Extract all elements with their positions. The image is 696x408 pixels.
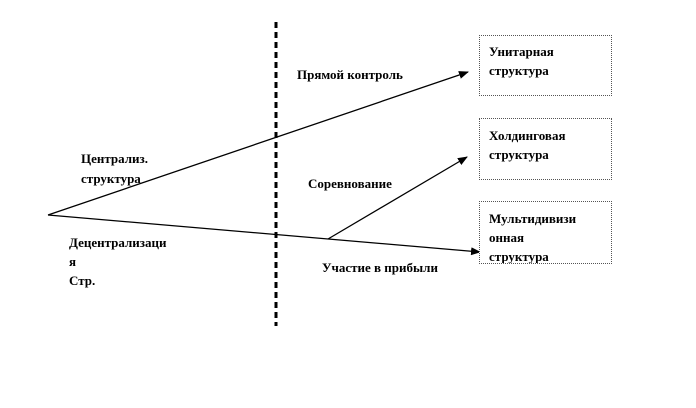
multidivisional-box-line3: структура <box>489 249 549 264</box>
centralized-label-line2: структура <box>81 171 141 186</box>
decentralized-label-line2: я <box>69 254 77 269</box>
holding-box-line1: Холдинговая <box>489 128 566 143</box>
unitary-box-line2: структура <box>489 63 549 78</box>
decentralized-label-line3: Стр. <box>69 273 96 288</box>
holding-structure-box: Холдинговая структура <box>479 118 612 180</box>
multidivisional-structure-box: Мультидивизи онная структура <box>479 201 612 264</box>
multidivisional-box-line2: онная <box>489 230 525 245</box>
profit-sharing-label: Участие в прибыли <box>322 260 438 275</box>
unitary-structure-box: Унитарная структура <box>479 35 612 96</box>
decentralized-label-line1: Децентрализаци <box>69 235 167 250</box>
competition-label: Соревнование <box>308 176 392 191</box>
arrow-to-unitary <box>47 71 469 216</box>
arrow-to-holding <box>327 156 468 240</box>
direct-control-label: Прямой контроль <box>297 67 403 82</box>
arrow-to-multidivisional <box>47 214 481 256</box>
centralized-label-line1: Централиз. <box>81 151 149 166</box>
holding-box-line2: структура <box>489 147 549 162</box>
unitary-box-line1: Унитарная <box>489 44 554 59</box>
multidivisional-box-line1: Мультидивизи <box>489 211 577 226</box>
